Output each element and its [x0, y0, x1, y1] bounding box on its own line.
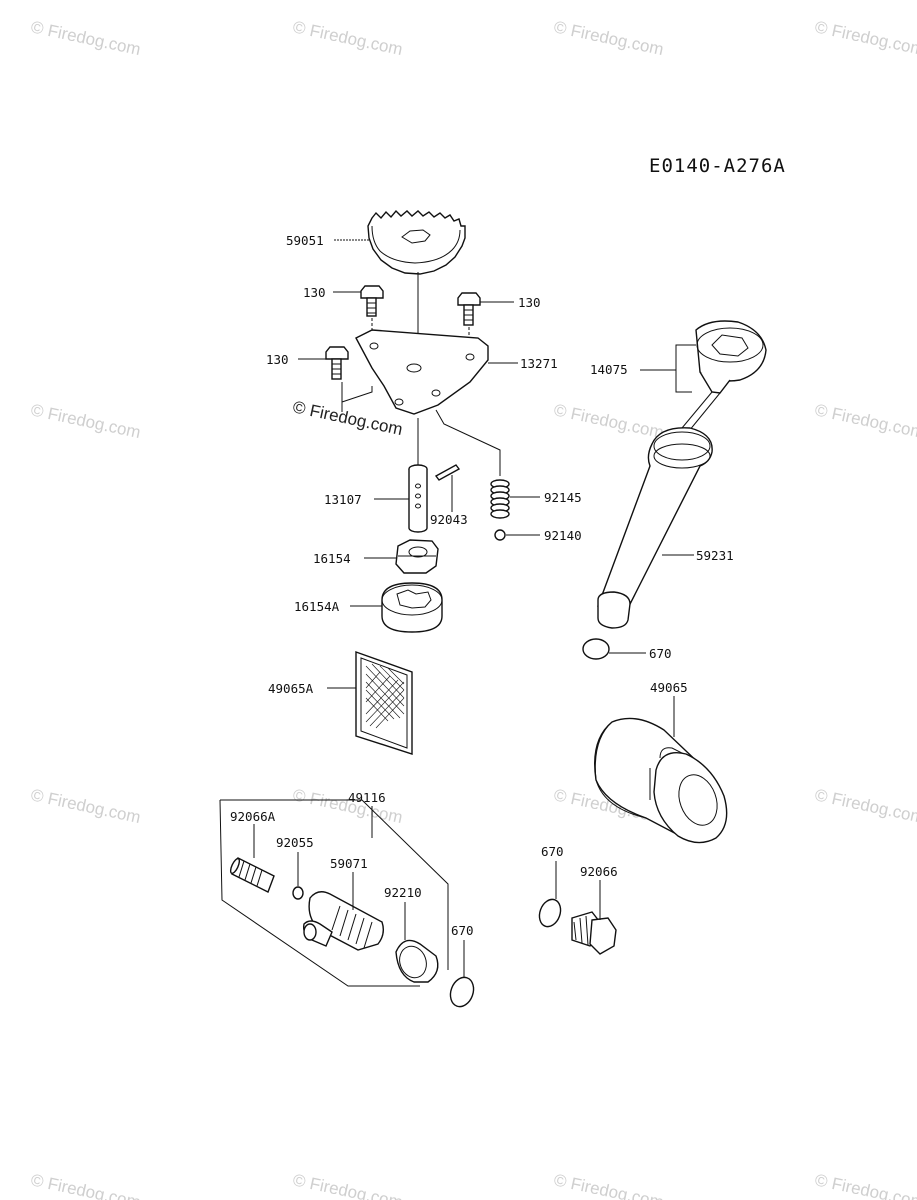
watermark: © Firedog.com	[291, 17, 404, 59]
label-13271: 13271	[520, 356, 558, 371]
oring-670-top	[582, 638, 610, 660]
watermark: © Firedog.com	[552, 1170, 665, 1200]
label-92043: 92043	[430, 512, 468, 527]
oil-tube-59231	[597, 427, 713, 629]
rotor-16154	[395, 539, 439, 574]
oil-gauge-14075	[671, 320, 767, 443]
label-670-right: 670	[541, 844, 564, 859]
label-92140: 92140	[544, 528, 582, 543]
oil-filter-49065	[594, 717, 728, 844]
label-92145: 92145	[544, 490, 582, 505]
oring-670-left	[449, 976, 475, 1008]
label-670-left: 670	[451, 923, 474, 938]
diagram-code: E0140-A276A	[649, 155, 786, 177]
watermark: © Firedog.com	[29, 17, 142, 59]
pin-92043	[434, 464, 461, 512]
watermark: © Firedog.com	[29, 1170, 142, 1200]
label-16154: 16154	[313, 551, 351, 566]
label-670-top: 670	[649, 646, 672, 661]
label-13107: 13107	[324, 492, 362, 507]
plug-92066	[571, 880, 617, 955]
rotor-16154A	[381, 582, 443, 633]
watermark: © Firedog.com	[813, 400, 917, 442]
label-59051: 59051	[286, 233, 324, 248]
watermark: © Firedog.com	[813, 17, 917, 59]
nut-92210	[395, 902, 439, 983]
label-59071: 59071	[330, 856, 368, 871]
bolt-130-left-bottom	[325, 346, 349, 380]
label-92066: 92066	[580, 864, 618, 879]
label-130-bottom-left: 130	[266, 352, 289, 367]
watermark: © Firedog.com	[29, 400, 142, 442]
watermark: © Firedog.com	[552, 400, 665, 442]
watermark: © Firedog.com	[813, 1170, 917, 1200]
plug-92066A	[229, 824, 275, 893]
watermark-layer: © Firedog.com © Firedog.com © Firedog.co…	[29, 17, 917, 1200]
spring-92145	[490, 479, 510, 519]
label-49065: 49065	[650, 680, 688, 695]
watermark: © Firedog.com	[29, 785, 142, 827]
shaft-13107	[408, 418, 428, 533]
label-14075: 14075	[590, 362, 628, 377]
watermark: © Firedog.com	[291, 1170, 404, 1200]
label-59231: 59231	[696, 548, 734, 563]
label-92055: 92055	[276, 835, 314, 850]
label-49116: 49116	[348, 790, 386, 805]
label-130-right: 130	[518, 295, 541, 310]
fitting-59071	[302, 872, 385, 951]
ball-92140	[494, 529, 506, 541]
watermark: © Firedog.com	[552, 17, 665, 59]
oring-670-right	[538, 898, 562, 928]
assembly-bracket-49116	[219, 799, 449, 987]
label-92066A: 92066A	[230, 809, 276, 824]
label-16154A: 16154A	[294, 599, 340, 614]
watermark-center: © Firedog.com	[291, 397, 404, 439]
label-130-top-left: 130	[303, 285, 326, 300]
washer-92055	[292, 886, 304, 900]
watermark: © Firedog.com	[813, 785, 917, 827]
screen-49065A	[355, 651, 413, 755]
label-49065A: 49065A	[268, 681, 314, 696]
gear-59051	[367, 209, 466, 365]
label-92210: 92210	[384, 885, 422, 900]
plate-13271	[355, 329, 489, 415]
